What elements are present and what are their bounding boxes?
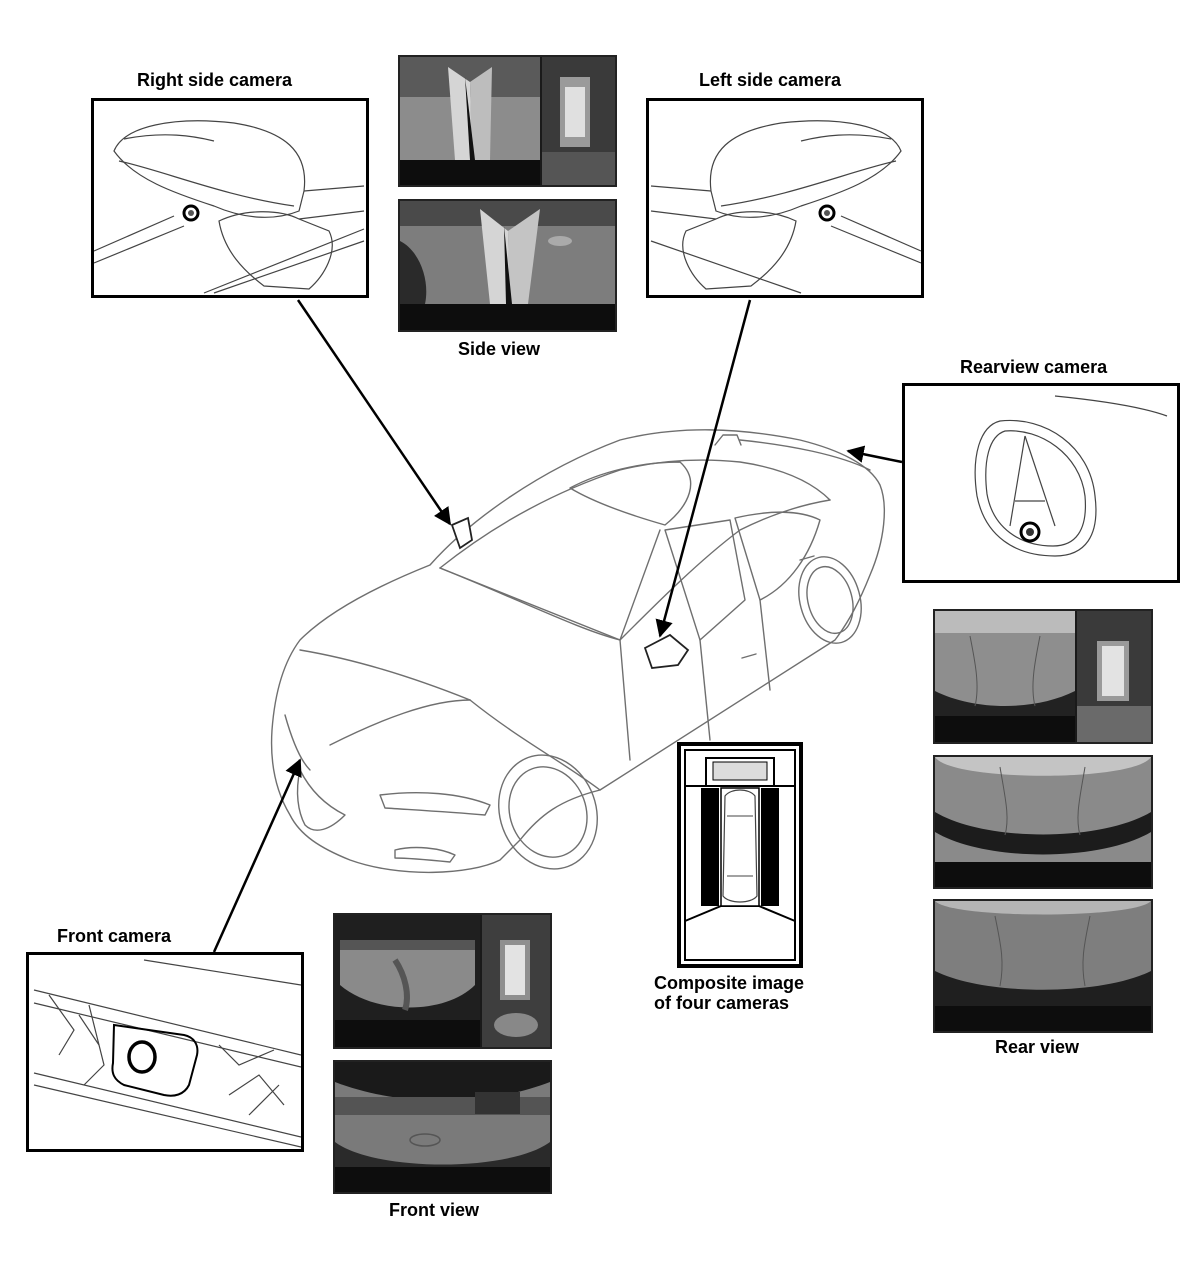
rear-view-image-3 (935, 901, 1151, 1031)
right-side-camera-box (91, 98, 369, 298)
left-mirror-sketch (650, 120, 921, 294)
left-side-camera-box (646, 98, 924, 298)
rear-view-screen-3 (933, 899, 1153, 1033)
side-view-screen-2 (398, 199, 617, 332)
right-mirror-sketch (94, 120, 365, 294)
front-camera-label: Front camera (57, 926, 172, 946)
rear-view-image-2 (935, 757, 1151, 887)
front-camera-arrow (212, 758, 302, 953)
rear-view-image-1 (935, 611, 1151, 742)
left-camera-arrow (655, 299, 752, 638)
rear-view-label: Rear view (995, 1037, 1080, 1057)
rearview-camera-box (902, 383, 1180, 583)
composite-image-label: Composite image of four cameras (654, 973, 804, 1013)
front-view-screen-1 (333, 913, 552, 1049)
side-view-screen-1 (398, 55, 617, 187)
front-view-image-2 (335, 1062, 550, 1192)
side-view-image-1 (400, 57, 615, 185)
rear-view-screen-1 (933, 609, 1153, 744)
right-camera-arrow (296, 299, 452, 526)
front-view-image-1 (335, 915, 550, 1047)
left-side-camera-label: Left side camera (699, 70, 842, 90)
rear-view-screen-2 (933, 755, 1153, 889)
rear-emblem-sketch (974, 395, 1168, 557)
composite-label-line2: of four cameras (654, 993, 790, 1013)
composite-label-line1: Composite image (654, 973, 805, 993)
composite-image (681, 746, 799, 964)
right-side-camera-label: Right side camera (137, 70, 293, 90)
composite-image-screen (677, 742, 803, 968)
front-view-screen-2 (333, 1060, 552, 1194)
side-view-label: Side view (458, 339, 541, 359)
side-view-image-2 (400, 201, 615, 330)
front-view-label: Front view (389, 1200, 480, 1220)
right-mirror-shape (450, 516, 473, 550)
rearview-camera-label: Rearview camera (960, 357, 1108, 377)
rearview-camera-arrow (846, 445, 903, 464)
front-camera-box (26, 952, 304, 1152)
front-grille-sketch (33, 959, 301, 1148)
